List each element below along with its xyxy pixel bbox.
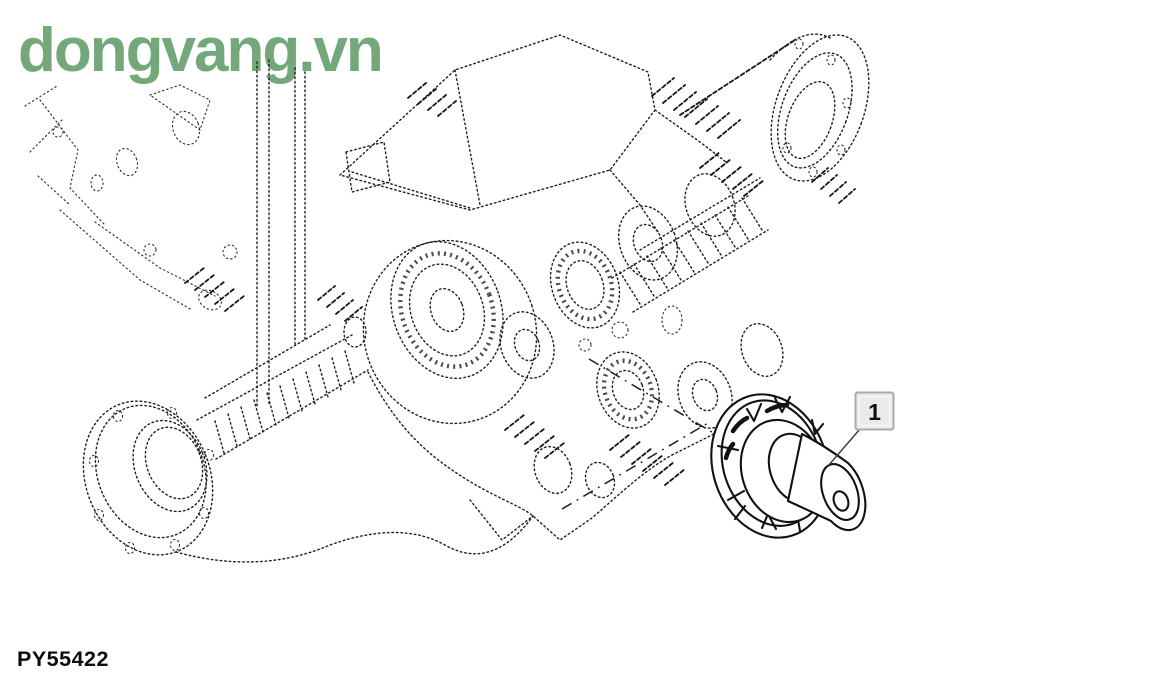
housing-channel-lines (256, 59, 391, 409)
top-cover-outline (338, 34, 727, 233)
cap-rim-slots (723, 402, 790, 461)
right-axle-flange (769, 33, 870, 182)
hatch-shading (184, 77, 856, 486)
callout-leader-line (827, 428, 861, 467)
housing-body-outline (175, 239, 726, 563)
axis-dashdot-line-lower (561, 422, 709, 510)
axis-dashdot-line-upper (588, 358, 728, 442)
gear-clusters (390, 173, 784, 499)
left-axle-tube (196, 324, 369, 460)
part-code-label: PY55422 (17, 647, 109, 671)
linkage-detail-lines (24, 84, 238, 311)
watermark-text: dongvang.vn (18, 16, 382, 85)
transaxle-phantom-drawing-icon (24, 33, 870, 563)
right-axle-tube (611, 177, 769, 313)
callout-box: 1 (854, 391, 895, 431)
cap-part-drawing-icon (710, 393, 867, 539)
left-axle-flange (82, 400, 215, 556)
cover-edge-line (679, 39, 796, 116)
cap-face-hole (832, 490, 850, 512)
callout-number: 1 (868, 399, 881, 425)
